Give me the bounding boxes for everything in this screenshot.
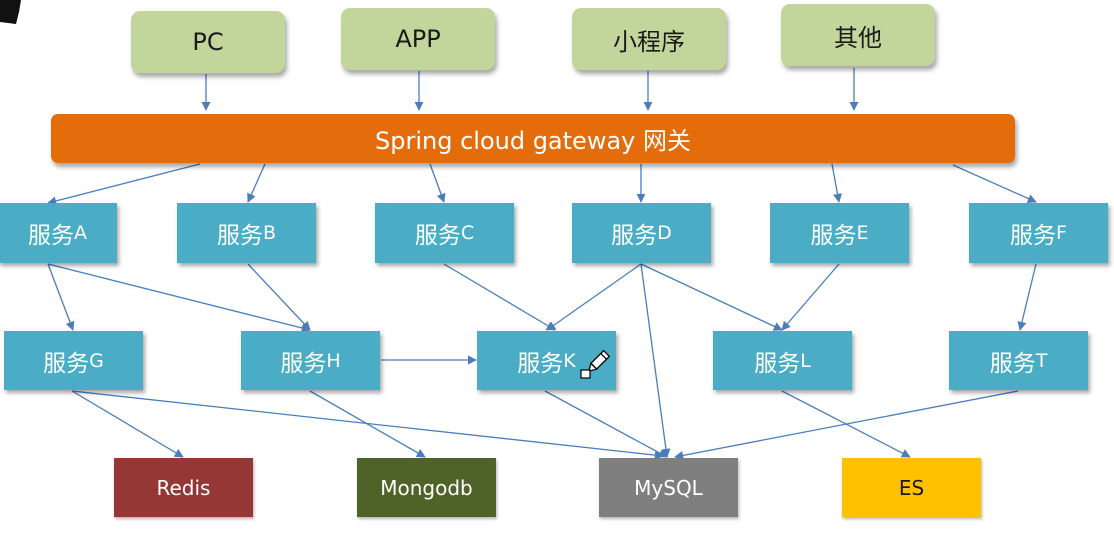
service-f-letter: F — [1056, 222, 1067, 244]
store-mysql-label: MySQL — [634, 475, 703, 500]
service-c-letter: C — [460, 222, 475, 244]
service-g-letter: G — [89, 349, 104, 372]
service-h-prefix: 服务 — [280, 350, 327, 377]
service-k-letter: K — [563, 349, 576, 372]
service-h-letter: H — [326, 349, 341, 372]
arrow-service-a-to-service-h — [47, 263, 311, 333]
arrow-service-c-to-service-k — [443, 263, 556, 331]
service-b-letter: B — [262, 222, 277, 244]
client-other-label: 其他 — [834, 23, 882, 52]
service-l-prefix: 服务 — [754, 350, 801, 377]
arrow-service-b-to-service-h — [247, 263, 311, 331]
arrow-service-k-to-mysql — [544, 390, 668, 458]
service-e-prefix: 服务 — [810, 223, 857, 249]
service-c-prefix: 服务 — [414, 223, 461, 249]
arrow-service-l-to-es — [781, 390, 911, 458]
store-mongodb-label: Mongodb — [380, 475, 473, 500]
client-app: APP — [341, 8, 495, 70]
service-b-prefix: 服务 — [216, 223, 263, 249]
store-redis-label: Redis — [156, 475, 211, 500]
arrow-service-e-to-service-l — [781, 263, 840, 331]
arrow-gateway-to-service-a — [47, 163, 201, 206]
service-d-prefix: 服务 — [611, 223, 658, 249]
arrow-service-g-to-redis — [71, 390, 184, 458]
arrow-service-g-to-mysql — [71, 390, 664, 460]
store-mysql: MySQL — [599, 458, 738, 517]
store-mongodb: Mongodb — [357, 458, 496, 517]
pencil-cursor-icon — [580, 349, 611, 379]
service-a-letter: A — [74, 222, 87, 244]
arrow-gateway-to-service-e — [831, 163, 842, 203]
service-f-prefix: 服务 — [1010, 223, 1057, 249]
client-app-label: APP — [395, 25, 441, 53]
arrow-gateway-to-service-f — [952, 164, 1037, 203]
client-miniprogram-label: 小程序 — [613, 27, 685, 56]
client-miniprogram: 小程序 — [572, 8, 726, 70]
arrow-gateway-to-service-b — [247, 163, 266, 203]
arrow-service-f-to-service-t — [1017, 263, 1037, 331]
service-e-letter: E — [856, 222, 869, 244]
arrow-service-d-to-service-k — [546, 263, 642, 331]
gateway-bar: Spring cloud gateway 网关 — [51, 114, 1015, 163]
service-g-prefix: 服务 — [43, 350, 90, 377]
gateway-label: Spring cloud gateway 网关 — [375, 127, 691, 155]
service-d-letter: D — [657, 222, 672, 244]
arrow-gateway-to-service-c — [429, 163, 446, 203]
service-l-letter: L — [800, 349, 811, 372]
service-k-prefix: 服务 — [517, 350, 564, 377]
arrow-service-a-to-service-g — [47, 263, 75, 331]
corner-mark — [0, 0, 21, 24]
store-es-label: ES — [898, 475, 925, 500]
arrow-service-d-to-service-l — [640, 263, 783, 331]
store-es: ES — [842, 458, 981, 517]
service-t-letter: T — [1035, 349, 1048, 372]
arrow-service-d-to-mysql — [640, 263, 671, 458]
client-other: 其他 — [781, 4, 935, 66]
service-a-prefix: 服务 — [28, 223, 74, 249]
store-redis: Redis — [114, 458, 253, 517]
service-t-prefix: 服务 — [989, 350, 1036, 377]
client-pc-label: PC — [192, 28, 224, 56]
client-pc: PC — [131, 11, 285, 73]
